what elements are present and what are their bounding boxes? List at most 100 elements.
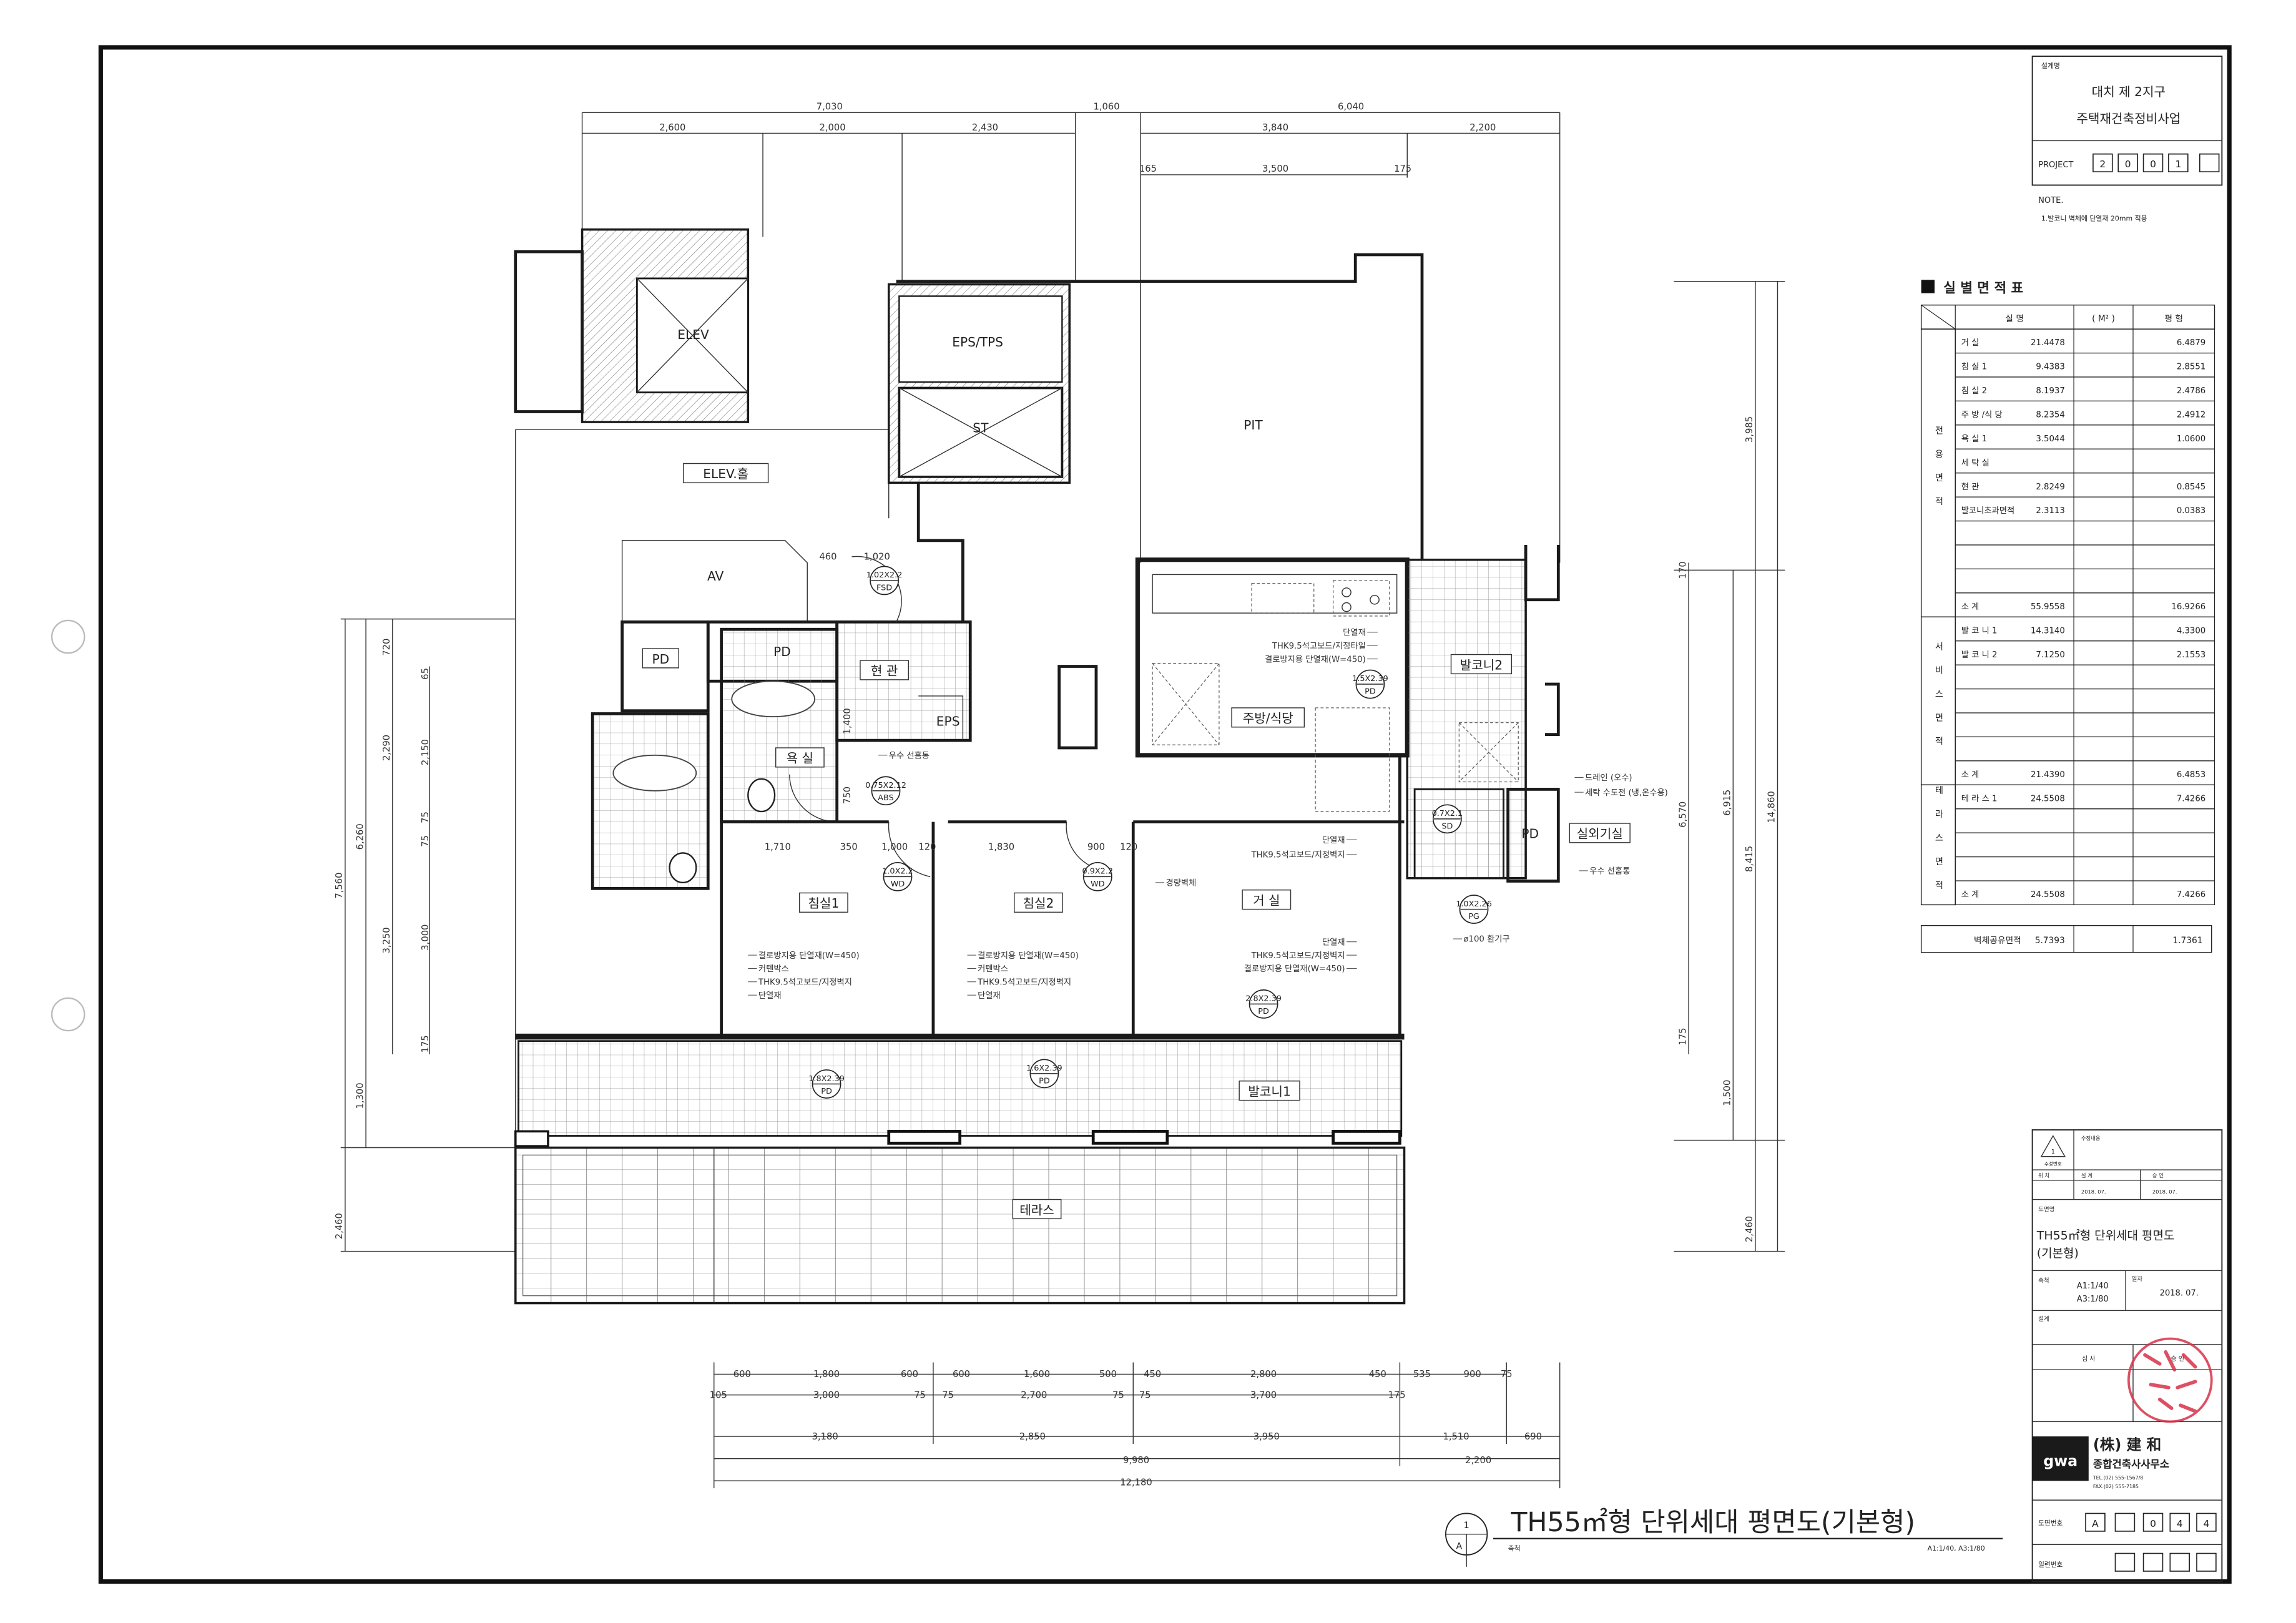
door-tags: 1.02X2.2FSD0.75X2.12ABS1.0X2.2WD0.9X2.2W… <box>808 566 1492 1099</box>
room-label-box <box>798 892 848 913</box>
dimension-top: 165 <box>1139 164 1157 174</box>
annotation-note: 단열재 <box>1343 628 1366 638</box>
room-label: PD <box>773 644 791 659</box>
dimension-bottom: 9,980 <box>1123 1455 1149 1466</box>
area-m2-cell: 21.4478 <box>2031 338 2065 348</box>
project_no-box <box>2092 153 2113 173</box>
room-label-box <box>1450 654 1513 675</box>
area-m2-cell: 24.5508 <box>2031 890 2065 900</box>
date: 2018. 07. <box>2160 1289 2199 1298</box>
room-label: ST <box>973 421 989 436</box>
dimension-bottom: 690 <box>1524 1431 1542 1442</box>
room-label: PD <box>652 652 669 667</box>
door-tag-type: PD <box>1258 1007 1269 1016</box>
door-tag-size: 0.9X2.2 <box>1082 867 1113 876</box>
door-tag-size: 2.8X2.39 <box>1245 994 1282 1004</box>
shared-area-label: 벽체공유면적 <box>1974 936 2021 946</box>
room-label: EPS/TPS <box>952 335 1003 350</box>
approval-stamp <box>2127 1337 2213 1423</box>
room-name-cell: 거 실 <box>1961 338 1980 348</box>
revision-number: 1 <box>2051 1149 2055 1155</box>
door-tag-type: PD <box>821 1087 832 1096</box>
annotation-note: 결로방지용 단열재(W=450) <box>1265 654 1366 664</box>
door-tag-size: 1.02X2.2 <box>866 571 903 580</box>
area-pyeong-cell: 2.4786 <box>2177 386 2205 396</box>
dimension-bottom: 900 <box>1464 1369 1481 1380</box>
annotation-note: THK9.5석고보드/지정벽지 <box>1251 951 1345 961</box>
door-tag-type: ABS <box>878 793 893 803</box>
dimension-bottom: 75 <box>1112 1390 1124 1400</box>
drawing_no-box <box>2085 1513 2106 1532</box>
header-diagonal <box>1921 305 1956 330</box>
table-row <box>1955 664 2215 690</box>
dimension-interior: 750 <box>842 787 853 804</box>
company-tel: TEL.(02) 555-1567/8 <box>2092 1475 2143 1481</box>
table-row <box>1955 568 2215 594</box>
area-m2-cell: 9.4383 <box>2036 363 2064 372</box>
dimension-right: 8,415 <box>1744 846 1755 872</box>
project_no-box <box>2142 153 2164 173</box>
revision-design-label: 설 계 <box>2081 1172 2092 1179</box>
revision-location-label: 위 치 <box>2038 1172 2049 1179</box>
review-label: 심 사 <box>2082 1355 2095 1363</box>
room-label: 거 실 <box>1253 893 1280 908</box>
area-pyeong-cell: 6.4879 <box>2177 338 2205 348</box>
room-name-cell: 소 계 <box>1961 770 1980 780</box>
area-pyeong-cell: 2.4912 <box>2177 411 2205 420</box>
table-row <box>1955 808 2215 833</box>
shared-area-m2: 5.7393 <box>2035 936 2065 946</box>
room-name-cell: 현 관 <box>1961 482 1980 492</box>
room-label-box <box>860 660 910 680</box>
area-pyeong-cell: 4.3300 <box>2177 626 2205 635</box>
revision-content-label: 수정내용 <box>2081 1135 2101 1142</box>
dimension-top: 6,040 <box>1338 102 1364 112</box>
room-label-box <box>642 648 679 669</box>
binder-hole <box>51 997 86 1032</box>
shared-area-row <box>1920 924 2212 953</box>
dimension-top: 1,060 <box>1094 102 1120 112</box>
area-m2-cell: 3.5044 <box>2036 434 2064 444</box>
room-name-cell: 침 실 1 <box>1961 362 1987 372</box>
dimension-right: 6,915 <box>1722 790 1733 816</box>
door-tag-size: 1.0X2.26 <box>1456 900 1492 909</box>
dimension-bottom: 75 <box>942 1390 954 1400</box>
dimension-bottom: 3,180 <box>812 1431 838 1442</box>
drawing_no-box <box>2169 1513 2190 1532</box>
room-name-cell: 발 코 니 2 <box>1961 650 1998 660</box>
room-label: EPS <box>936 713 960 728</box>
revision-design-date: 2018. 07. <box>2081 1189 2106 1195</box>
title-sheet: A <box>1456 1541 1462 1551</box>
drawing-name-label: 도면명 <box>2038 1207 2054 1214</box>
dimension-bottom: 75 <box>1139 1390 1151 1400</box>
dimension-right: 6,570 <box>1677 802 1688 828</box>
dimension-top: 2,430 <box>972 122 998 133</box>
door-tag-type: WD <box>891 880 905 889</box>
dimension-top: 2,200 <box>1469 122 1496 133</box>
table-row <box>1955 880 2215 906</box>
room-label-box <box>683 463 769 484</box>
approval-label: 승 인 <box>2171 1355 2184 1363</box>
dimension-top: 7,030 <box>817 102 843 112</box>
room-label: 발코니1 <box>1248 1084 1290 1099</box>
annotation-note: 우수 선홈통 <box>1589 866 1630 876</box>
drawing_no-digit: 0 <box>2150 1518 2156 1529</box>
dimension-bottom: 2,200 <box>1465 1455 1491 1466</box>
project_no-digit: 2 <box>2099 159 2106 170</box>
annotation-note: THK9.5석고보드/지정벽지 <box>977 978 1071 988</box>
dimension-top: 2,600 <box>659 122 685 133</box>
room-label: 발코니2 <box>1460 657 1503 672</box>
dimension-right: 14,860 <box>1767 791 1777 823</box>
dimension-left: 175 <box>420 1035 431 1052</box>
binder-hole <box>51 619 86 654</box>
room-name-cell: 세 탁 실 <box>1961 458 1989 468</box>
project_no-digit: 0 <box>2125 159 2131 170</box>
dimension-right: 2,460 <box>1744 1216 1755 1242</box>
annotation-note: 단열재 <box>758 991 782 1001</box>
dimension-bottom: 3,700 <box>1250 1390 1277 1400</box>
annotation-note: 결로방지용 단열재(W=450) <box>758 951 860 961</box>
dimension-bottom: 75 <box>1501 1369 1513 1380</box>
